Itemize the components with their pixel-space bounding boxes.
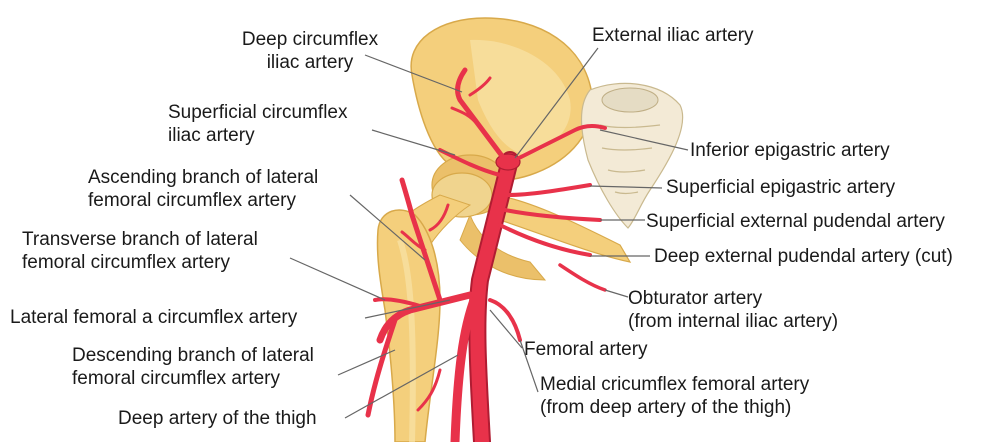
- label-medial-circumflex-femoral-artery: Medial cricumflex femoral artery (from d…: [540, 373, 809, 419]
- label-deep-artery-of-thigh: Deep artery of the thigh: [118, 407, 317, 430]
- label-lateral-femoral-circumflex: Lateral femoral a circumflex artery: [10, 306, 297, 329]
- label-external-iliac-artery: External iliac artery: [592, 24, 754, 47]
- label-superficial-epigastric-artery: Superficial epigastric artery: [666, 176, 895, 199]
- leader-obturator: [605, 290, 628, 297]
- leader-descending-branch: [338, 350, 395, 375]
- label-superficial-circumflex-iliac-artery: Superficial circumflex iliac artery: [168, 101, 348, 147]
- label-ascending-branch: Ascending branch of lateral femoral circ…: [88, 166, 318, 212]
- label-deep-external-pudendal-artery: Deep external pudendal artery (cut): [654, 245, 953, 268]
- label-inferior-epigastric-artery: Inferior epigastric artery: [690, 139, 890, 162]
- sacrum-bone: [582, 83, 683, 228]
- label-obturator-artery: Obturator artery (from internal iliac ar…: [628, 287, 838, 333]
- label-femoral-artery: Femoral artery: [524, 338, 648, 361]
- label-superficial-external-pudendal-artery: Superficial external pudendal artery: [646, 210, 945, 233]
- label-transverse-branch: Transverse branch of lateral femoral cir…: [22, 228, 258, 274]
- label-descending-branch: Descending branch of lateral femoral cir…: [72, 344, 314, 390]
- label-deep-circumflex-iliac-artery: Deep circumflex iliac artery: [220, 28, 400, 74]
- leader-transverse-branch: [290, 258, 385, 300]
